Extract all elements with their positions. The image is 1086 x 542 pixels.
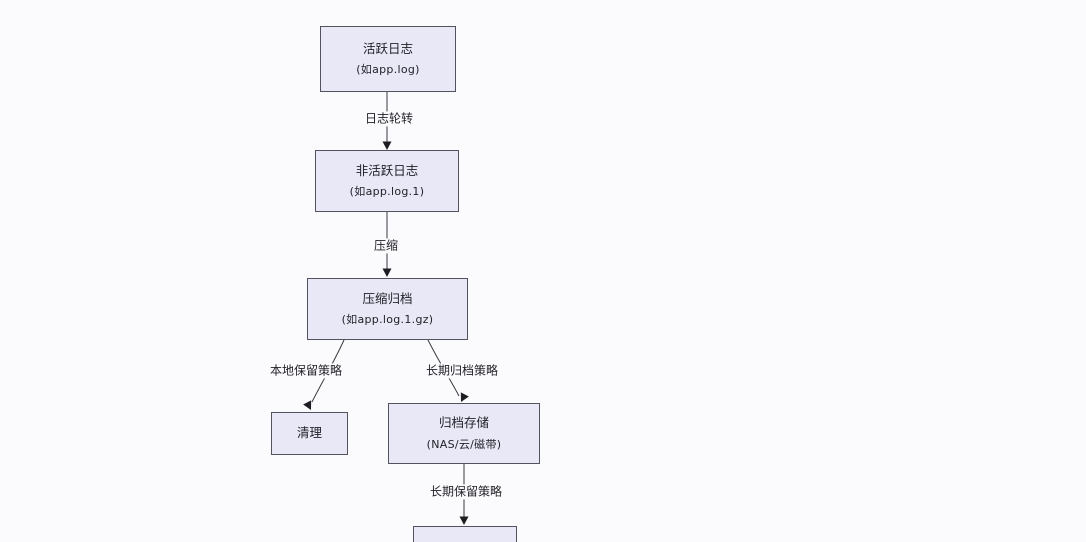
node-archive-storage: 归档存储 (NAS/云/磁带) bbox=[388, 403, 540, 464]
node-active-log: 活跃日志 (如app.log) bbox=[320, 26, 456, 92]
edge-rotation-arrowhead-icon bbox=[382, 141, 392, 150]
node-archive-storage-title: 归档存储 bbox=[438, 415, 489, 431]
edge-longterm-retention-arrowhead-icon bbox=[459, 516, 469, 525]
edge-local-retention-arrowhead-icon bbox=[303, 400, 312, 410]
edge-compress-arrowhead-icon bbox=[382, 268, 392, 277]
node-compressed-archive: 压缩归档 (如app.log.1.gz) bbox=[307, 278, 468, 340]
node-compressed-archive-title: 压缩归档 bbox=[362, 290, 413, 306]
node-cleanup-title: 清理 bbox=[296, 425, 322, 441]
node-inactive-log: 非活跃日志 (如app.log.1) bbox=[315, 150, 459, 212]
edge-label-rotation: 日志轮转 bbox=[361, 111, 417, 127]
node-inactive-log-title: 非活跃日志 bbox=[355, 162, 419, 178]
edge-label-local-retention: 本地保留策略 bbox=[266, 363, 346, 379]
node-active-log-title: 活跃日志 bbox=[362, 40, 413, 56]
node-active-log-subtitle: (如app.log) bbox=[356, 63, 420, 77]
node-cleanup: 清理 bbox=[271, 412, 348, 455]
edge-longterm-archive-arrowhead-icon bbox=[460, 392, 469, 402]
edge-label-longterm-retention: 长期保留策略 bbox=[426, 484, 506, 500]
edge-label-compress: 压缩 bbox=[370, 238, 402, 254]
node-archive-storage-subtitle: (NAS/云/磁带) bbox=[426, 437, 502, 451]
edge-label-longterm-archive: 长期归档策略 bbox=[422, 363, 502, 379]
node-inactive-log-subtitle: (如app.log.1) bbox=[349, 185, 425, 199]
node-compressed-archive-subtitle: (如app.log.1.gz) bbox=[341, 313, 434, 327]
node-final-clipped bbox=[413, 526, 517, 542]
